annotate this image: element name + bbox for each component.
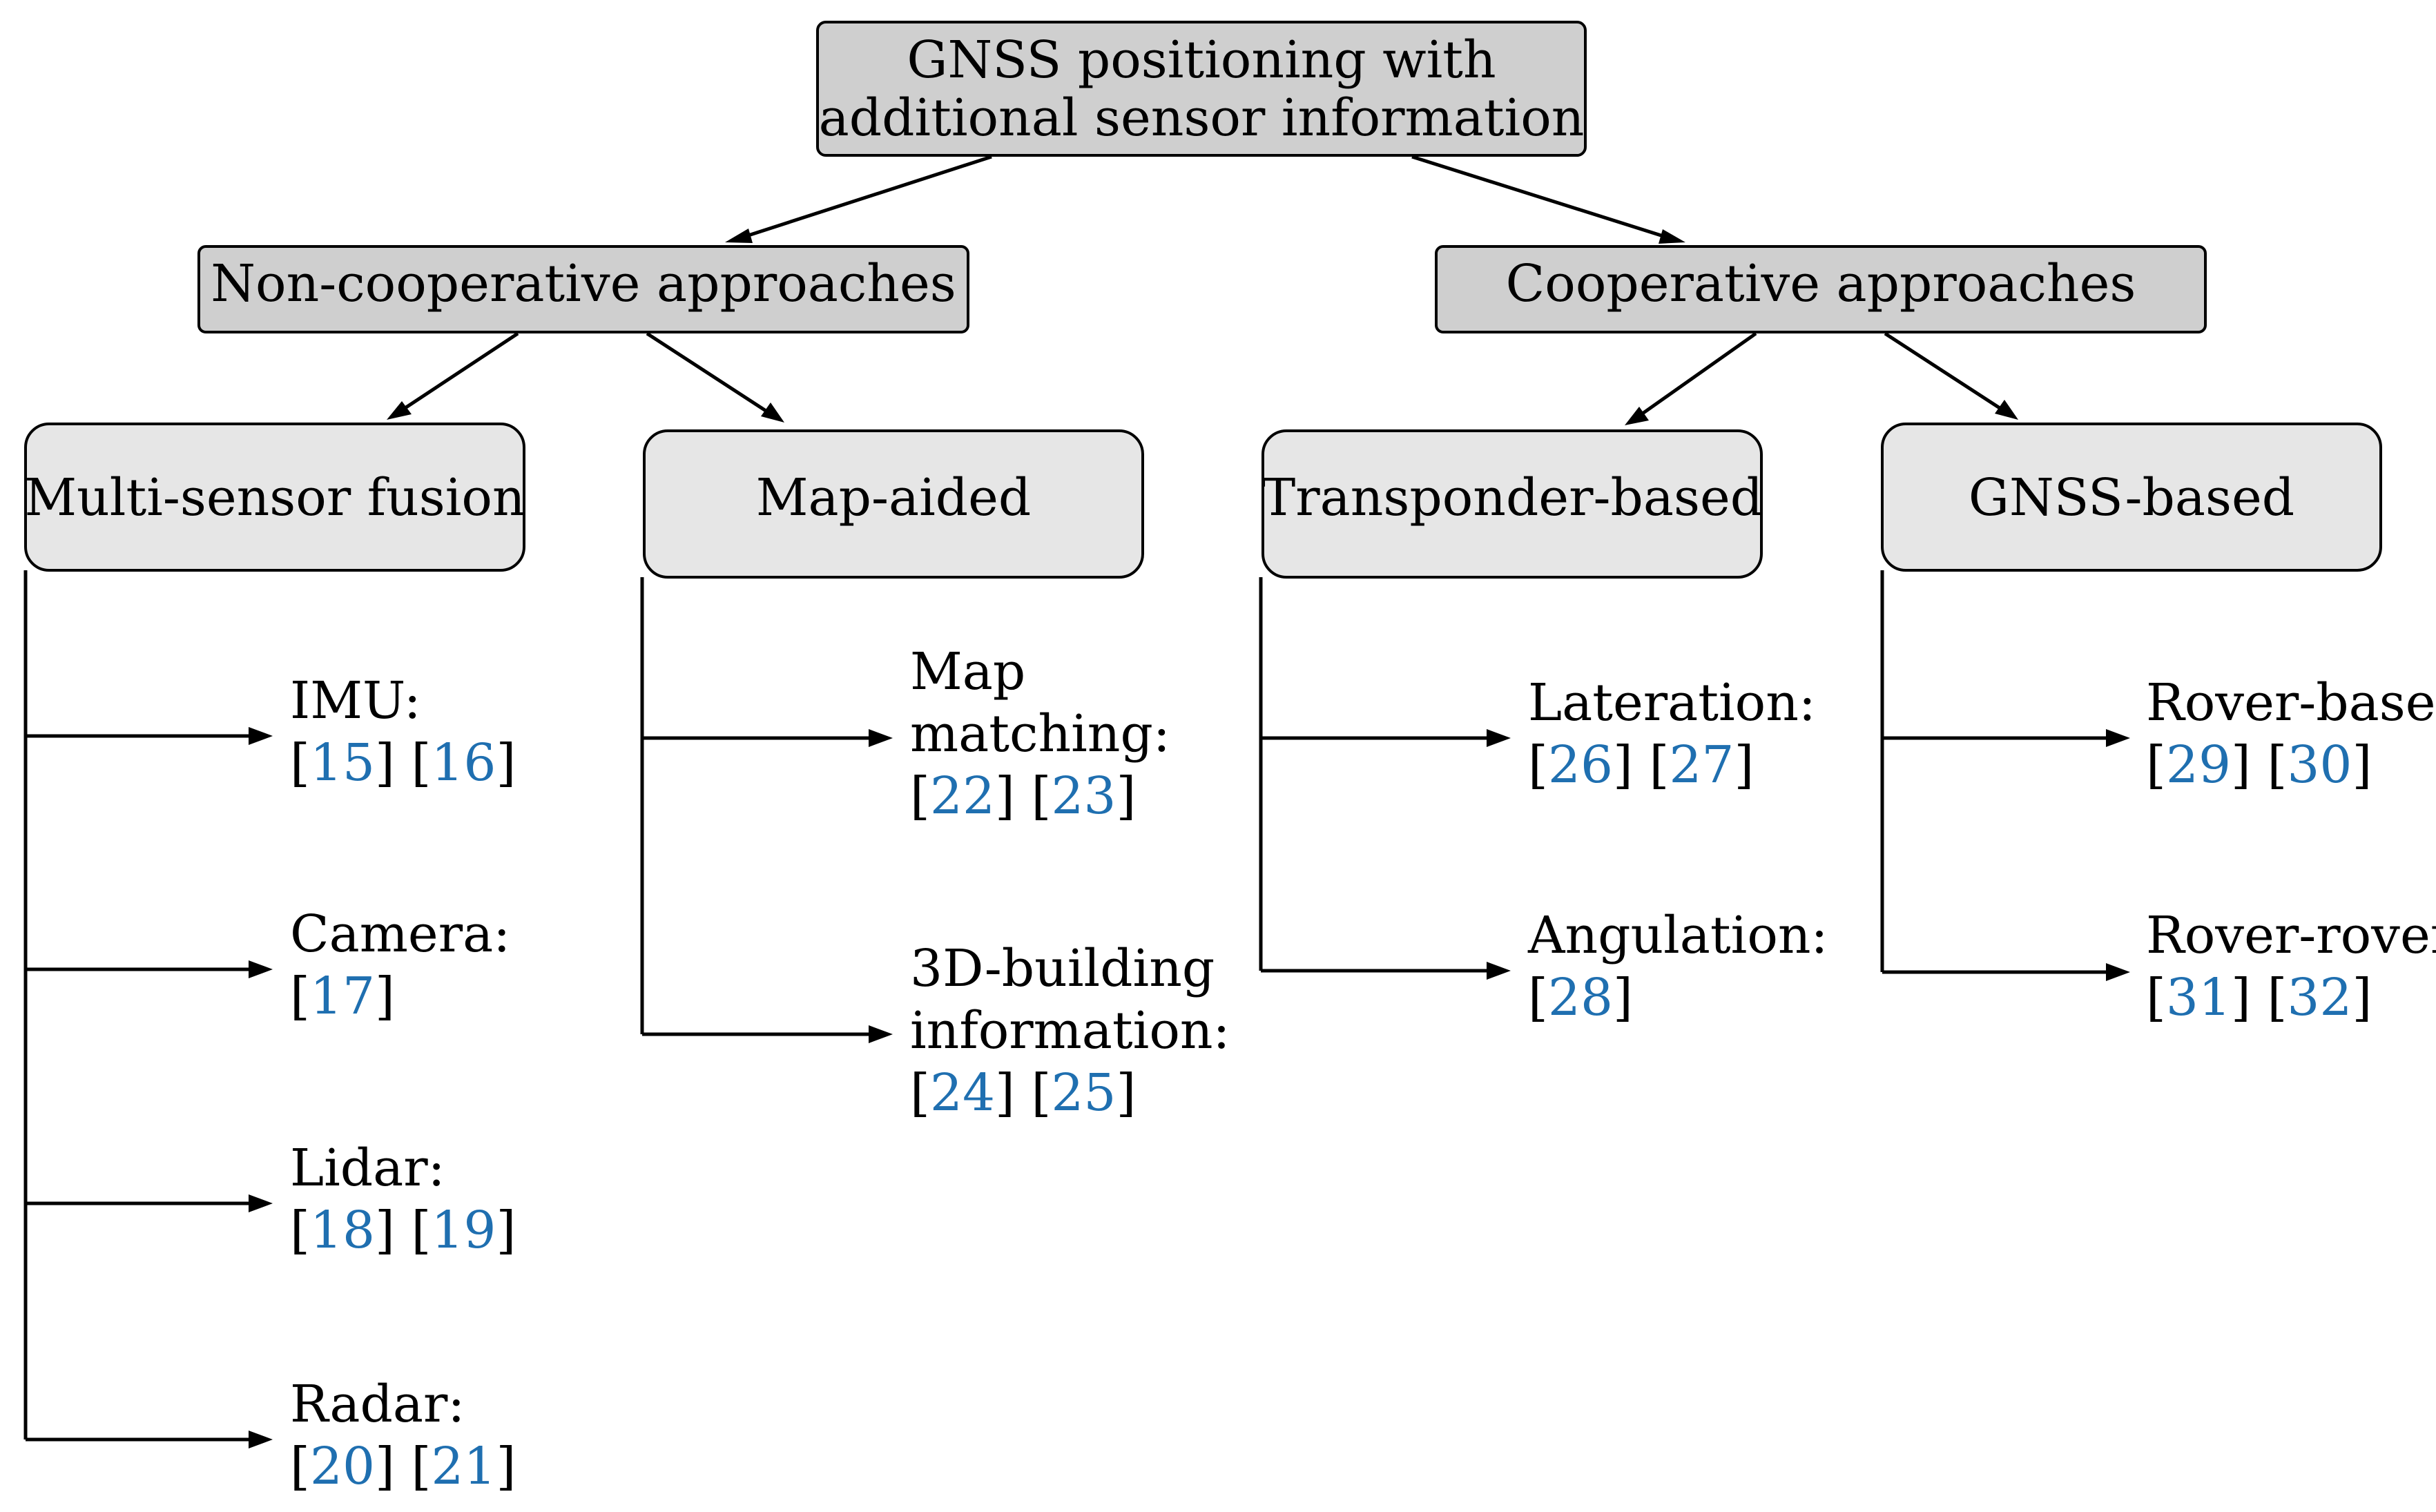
reference-link[interactable]: 16: [431, 733, 496, 793]
arrowhead: [1487, 729, 1511, 747]
leaf-label: Lateration:: [1528, 673, 1816, 733]
arrowhead: [761, 403, 784, 423]
leaf-refs: [29] [30]: [2146, 735, 2372, 795]
arrowhead: [1625, 407, 1649, 425]
arrowhead: [869, 1025, 893, 1043]
sub-node-gnss-based: GNSS-based: [1881, 423, 2382, 572]
arrowhead: [725, 229, 753, 243]
leaf-label: Angulation:: [1527, 906, 1828, 965]
leaf-refs: [26] [27]: [1528, 735, 1754, 795]
arrowhead: [249, 727, 273, 745]
leaf-label: Rover-base:: [2146, 673, 2436, 733]
leaf-label: IMU:: [290, 671, 421, 730]
reference-link[interactable]: 25: [1051, 1063, 1116, 1123]
leaf-label: Lidar:: [290, 1138, 445, 1198]
leaf-label: Radar:: [290, 1375, 465, 1434]
reference-link[interactable]: 31: [2166, 968, 2231, 1027]
sub-label: Multi-sensor fusion: [24, 468, 525, 527]
leaf-refs: [24] [25]: [910, 1063, 1136, 1123]
leaf-rover-base: Rover-base: [29] [30]: [2146, 673, 2436, 795]
reference-link[interactable]: 27: [1669, 735, 1734, 795]
arrowhead: [1995, 400, 2018, 420]
arrowhead: [869, 729, 893, 747]
reference-link[interactable]: 24: [930, 1063, 995, 1123]
leaf-refs: [28]: [1528, 968, 1633, 1027]
reference-link[interactable]: 17: [310, 967, 375, 1026]
arrowhead: [1487, 962, 1511, 980]
reference-link[interactable]: 15: [310, 733, 375, 793]
reference-link[interactable]: 32: [2287, 968, 2352, 1027]
leaf-refs: [20] [21]: [290, 1437, 516, 1496]
category-label: Cooperative approaches: [1506, 254, 2136, 313]
arrowhead: [2106, 963, 2130, 981]
leaf-label: Map: [910, 642, 1025, 701]
reference-link[interactable]: 22: [930, 766, 995, 826]
reference-link[interactable]: 28: [1548, 968, 1613, 1027]
reference-link[interactable]: 30: [2287, 735, 2352, 795]
leaf-label: information:: [910, 1001, 1230, 1060]
sub-label: GNSS-based: [1969, 468, 2294, 527]
leaf-rover-rover: Rover-rover: [31] [32]: [2146, 906, 2436, 1027]
sub-label: Map-aided: [756, 468, 1032, 527]
leaf-refs: [17]: [290, 967, 395, 1026]
arrowhead: [249, 960, 273, 978]
leaf-map-matching: Map matching: [22] [23]: [910, 642, 1170, 826]
leaf-lateration: Lateration: [26] [27]: [1528, 673, 1816, 795]
category-node-cooperative: Cooperative approaches: [1435, 245, 2207, 333]
connector-arrows: [23, 155, 2130, 1448]
leaf-3d-building-information: 3D-building information: [24] [25]: [910, 939, 1230, 1123]
leaf-label: Rover-rover:: [2146, 906, 2436, 965]
arrowhead: [249, 1431, 273, 1448]
leaf-label: matching:: [910, 704, 1170, 764]
reference-link[interactable]: 29: [2166, 735, 2231, 795]
leaf-label: 3D-building: [910, 939, 1215, 998]
reference-link[interactable]: 21: [431, 1437, 496, 1496]
leaf-radar: Radar: [20] [21]: [290, 1375, 516, 1496]
reference-link[interactable]: 18: [310, 1201, 375, 1260]
arrowhead: [249, 1194, 273, 1212]
root-title-line2: additional sensor information: [819, 88, 1585, 148]
reference-link[interactable]: 23: [1051, 766, 1116, 826]
leaf-angulation: Angulation: [28]: [1527, 906, 1828, 1027]
leaf-imu: IMU: [15] [16]: [290, 671, 516, 793]
leaf-refs: [22] [23]: [910, 766, 1136, 826]
reference-link[interactable]: 19: [431, 1201, 496, 1260]
leaf-lidar: Lidar: [18] [19]: [290, 1138, 516, 1260]
leaf-camera: Camera: [17]: [290, 904, 510, 1026]
root-node: GNSS positioning with additional sensor …: [816, 21, 1587, 157]
sub-node-map-aided: Map-aided: [643, 429, 1144, 579]
arrowhead: [2106, 729, 2130, 747]
reference-link[interactable]: 20: [310, 1437, 375, 1496]
leaf-label: Camera:: [290, 904, 510, 964]
arrowhead: [1659, 229, 1685, 244]
leaf-refs: [15] [16]: [290, 733, 516, 793]
root-title-line1: GNSS positioning with: [907, 30, 1496, 90]
sub-node-multi-sensor-fusion: Multi-sensor fusion: [24, 423, 525, 572]
reference-link[interactable]: 26: [1548, 735, 1613, 795]
category-node-non-cooperative: Non-cooperative approaches: [197, 245, 969, 333]
sub-label: Transponder-based: [1262, 468, 1763, 527]
arrowhead: [387, 401, 412, 420]
sub-node-transponder-based: Transponder-based: [1262, 429, 1763, 579]
leaf-refs: [18] [19]: [290, 1201, 516, 1260]
leaf-refs: [31] [32]: [2146, 968, 2372, 1027]
category-label: Non-cooperative approaches: [211, 254, 956, 313]
